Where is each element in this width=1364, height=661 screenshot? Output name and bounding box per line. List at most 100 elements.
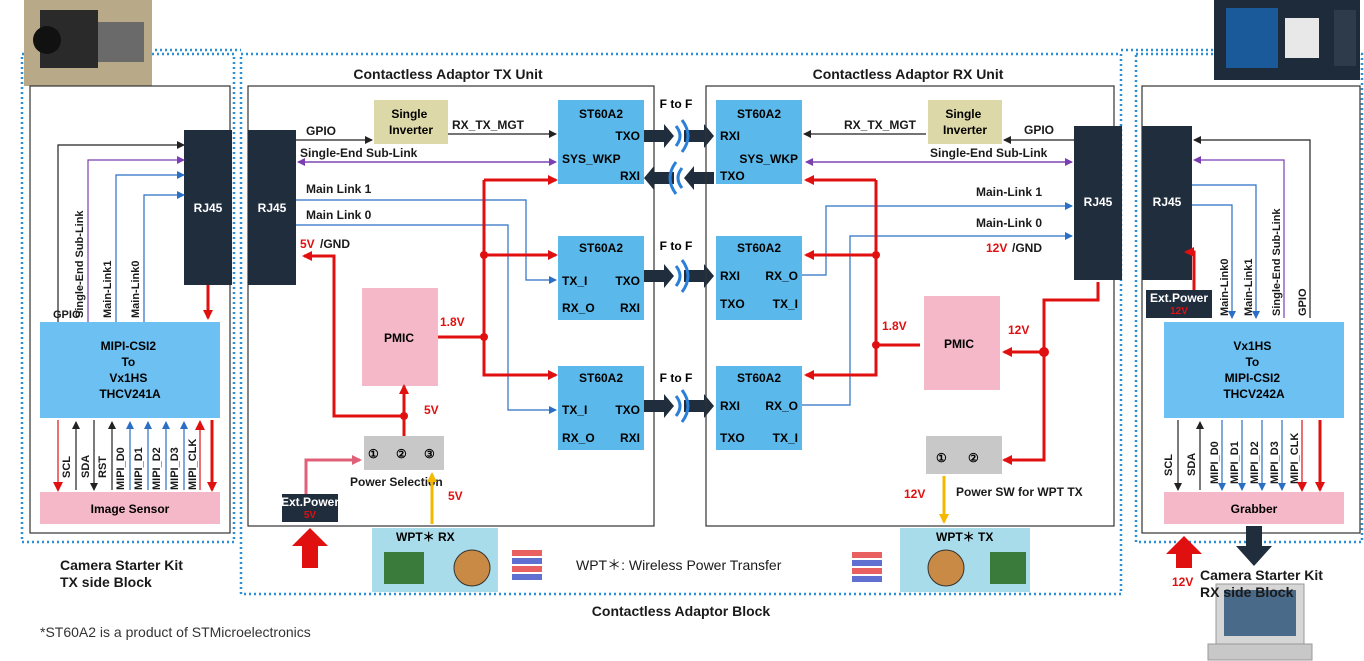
rx-rx-tx-mgt-label: RX_TX_MGT [844, 118, 917, 132]
svg-text:RXI: RXI [720, 129, 740, 143]
tx-unit-rj45 [248, 130, 296, 285]
svg-text:RX_O: RX_O [562, 431, 595, 445]
svg-text:RST: RST [97, 456, 109, 478]
svg-text:SYS_WKP: SYS_WKP [562, 152, 621, 166]
tx-pmic [362, 288, 438, 386]
grabber-output-arrow [1236, 526, 1272, 566]
svg-text:TXO: TXO [615, 129, 640, 143]
power-sw-wpt-tx [926, 436, 1002, 474]
tx-side-up-labels: GPIO [53, 309, 81, 321]
rx-main-link1-up: Main-Link1 [1243, 259, 1255, 316]
tx-st60a2-chip-3 [558, 366, 644, 450]
svg-text:Single Inverter: Single Inverter [389, 107, 433, 137]
adaptor-block-label: Contactless Adaptor Block [592, 603, 771, 619]
rx-pmic-in-label: 12V [1008, 323, 1029, 337]
svg-text:TX_I: TX_I [773, 297, 798, 311]
adaptor-block-border [239, 52, 1123, 596]
rx-12v-label: 12V [986, 241, 1007, 255]
svg-text:TX_I: TX_I [773, 431, 798, 445]
rx-pmic-label: PMIC [944, 337, 974, 351]
rx-sub-link-up: Single-End Sub-Link [1271, 208, 1283, 316]
tx-sub-link-label: Single-End Sub-Link [300, 146, 418, 160]
svg-text:RX_O: RX_O [765, 399, 798, 413]
power-selection-switch [364, 436, 444, 470]
tx-bus-labels: SCL SDA RST MIPI_D0 MIPI_D1 MIPI_D2 MIPI… [61, 439, 199, 490]
svg-text:ST60A2: ST60A2 [737, 241, 781, 255]
svg-text:②: ② [396, 447, 407, 461]
tx-side-rj45 [184, 130, 232, 285]
svg-text:SCL: SCL [1163, 454, 1175, 476]
svg-text:MIPI_CLK: MIPI_CLK [1289, 433, 1301, 484]
rx-unit-title: Contactless Adaptor RX Unit [813, 66, 1004, 82]
image-sensor [40, 492, 220, 524]
footnote: *ST60A2 is a product of STMicroelectroni… [40, 624, 311, 640]
power-selection-label: Power Selection [350, 475, 443, 489]
tx-bridge-chip [40, 322, 220, 418]
camera-module-photo [24, 0, 152, 86]
svg-text:SCL: SCL [61, 456, 73, 478]
svg-text:MIPI_CLK: MIPI_CLK [187, 439, 199, 490]
rx-side-block-label-1: Camera Starter Kit [1200, 567, 1323, 583]
tx-main-link1-label: Main Link 1 [306, 182, 372, 196]
tx-5v-label: 5V [300, 237, 315, 251]
svg-text:Ext.Power: Ext.Power [1150, 291, 1208, 305]
rx-bridge-chip [1164, 322, 1344, 418]
tx-side-block: RJ45 MIPI-CSI2 To Vx1HS THCV241A Image S… [29, 85, 232, 534]
svg-text:ST60A2: ST60A2 [579, 371, 623, 385]
tx-single-inverter [374, 100, 448, 144]
wpt-legend: WPT＊: Wireless Power Transfer [576, 557, 782, 573]
svg-text:MIPI_D2: MIPI_D2 [151, 447, 163, 490]
wpt-legend-icon-left [512, 550, 542, 580]
svg-text:ST60A2: ST60A2 [737, 371, 781, 385]
rx-unit-rj45 [1074, 126, 1122, 280]
rx-main-link0-label: Main-Link 0 [976, 216, 1042, 230]
svg-text:MIPI_D1: MIPI_D1 [133, 447, 145, 490]
rx-gpio-label: GPIO [1024, 123, 1054, 137]
rx-side-block-label-2: RX side Block [1200, 584, 1294, 600]
svg-text:RXI: RXI [720, 399, 740, 413]
svg-text:③: ③ [424, 447, 435, 461]
gpio-label: GPIO [53, 309, 81, 321]
tx-rx-tx-mgt-label: RX_TX_MGT [452, 118, 525, 132]
tx-side-block-label-1: Camera Starter Kit [60, 557, 183, 573]
rx-main-link0-up: Main-Link0 [1219, 259, 1231, 316]
rx-unit: Contactless Adaptor RX Unit RJ45 Single … [705, 66, 1122, 527]
rx-pmic [924, 296, 1000, 390]
tx-side-rj45-label: RJ45 [194, 201, 223, 215]
tx-gpio-label: GPIO [306, 124, 336, 138]
svg-text:RXI: RXI [620, 431, 640, 445]
rx-single-inverter [928, 100, 1002, 144]
svg-text:TXO: TXO [615, 274, 640, 288]
rx-ext-12v-label: 12V [1172, 575, 1193, 589]
rx-pmic-out-label: 1.8V [882, 319, 907, 333]
tx-side-block-label-2: TX side Block [60, 574, 152, 590]
svg-text:TXO: TXO [720, 431, 745, 445]
svg-text:TXO: TXO [720, 169, 745, 183]
rx-gnd-label: /GND [1012, 241, 1042, 255]
svg-text:RXI: RXI [620, 301, 640, 315]
tx-wpt-5v-label: 5V [448, 489, 463, 503]
tx-st60a2-chip-1 [558, 100, 644, 184]
tx-bridge-text: MIPI-CSI2 To Vx1HS THCV241A [99, 339, 161, 401]
svg-text:5V: 5V [304, 510, 317, 521]
main-link0-label: Main-Link0 [130, 261, 142, 318]
rx-side-rj45-label: RJ45 [1153, 195, 1182, 209]
rx-main-link1-label: Main-Link 1 [976, 185, 1042, 199]
rx-gpio-up: GPIO [1297, 288, 1309, 316]
grabber-label: Grabber [1231, 502, 1278, 516]
rx-wpt-12v-label: 12V [904, 487, 925, 501]
sub-link-label: Single-End Sub-Link [74, 210, 86, 318]
svg-text:TX_I: TX_I [562, 274, 587, 288]
main-link1-label: Main-Link1 [102, 261, 114, 318]
svg-text:ST60A2: ST60A2 [579, 107, 623, 121]
rx-ext-power-arrow [1166, 536, 1202, 568]
svg-text:12V: 12V [1170, 306, 1188, 317]
rx-sub-link-label: Single-End Sub-Link [930, 146, 1048, 160]
wpt-rx-label: WPT＊ RX [396, 530, 455, 544]
svg-text:MIPI_D3: MIPI_D3 [1269, 441, 1281, 484]
svg-text:SDA: SDA [80, 455, 92, 478]
f-to-f-label-2: F to F [660, 239, 693, 253]
f-to-f-label-3: F to F [660, 371, 693, 385]
svg-text:①: ① [368, 447, 379, 461]
